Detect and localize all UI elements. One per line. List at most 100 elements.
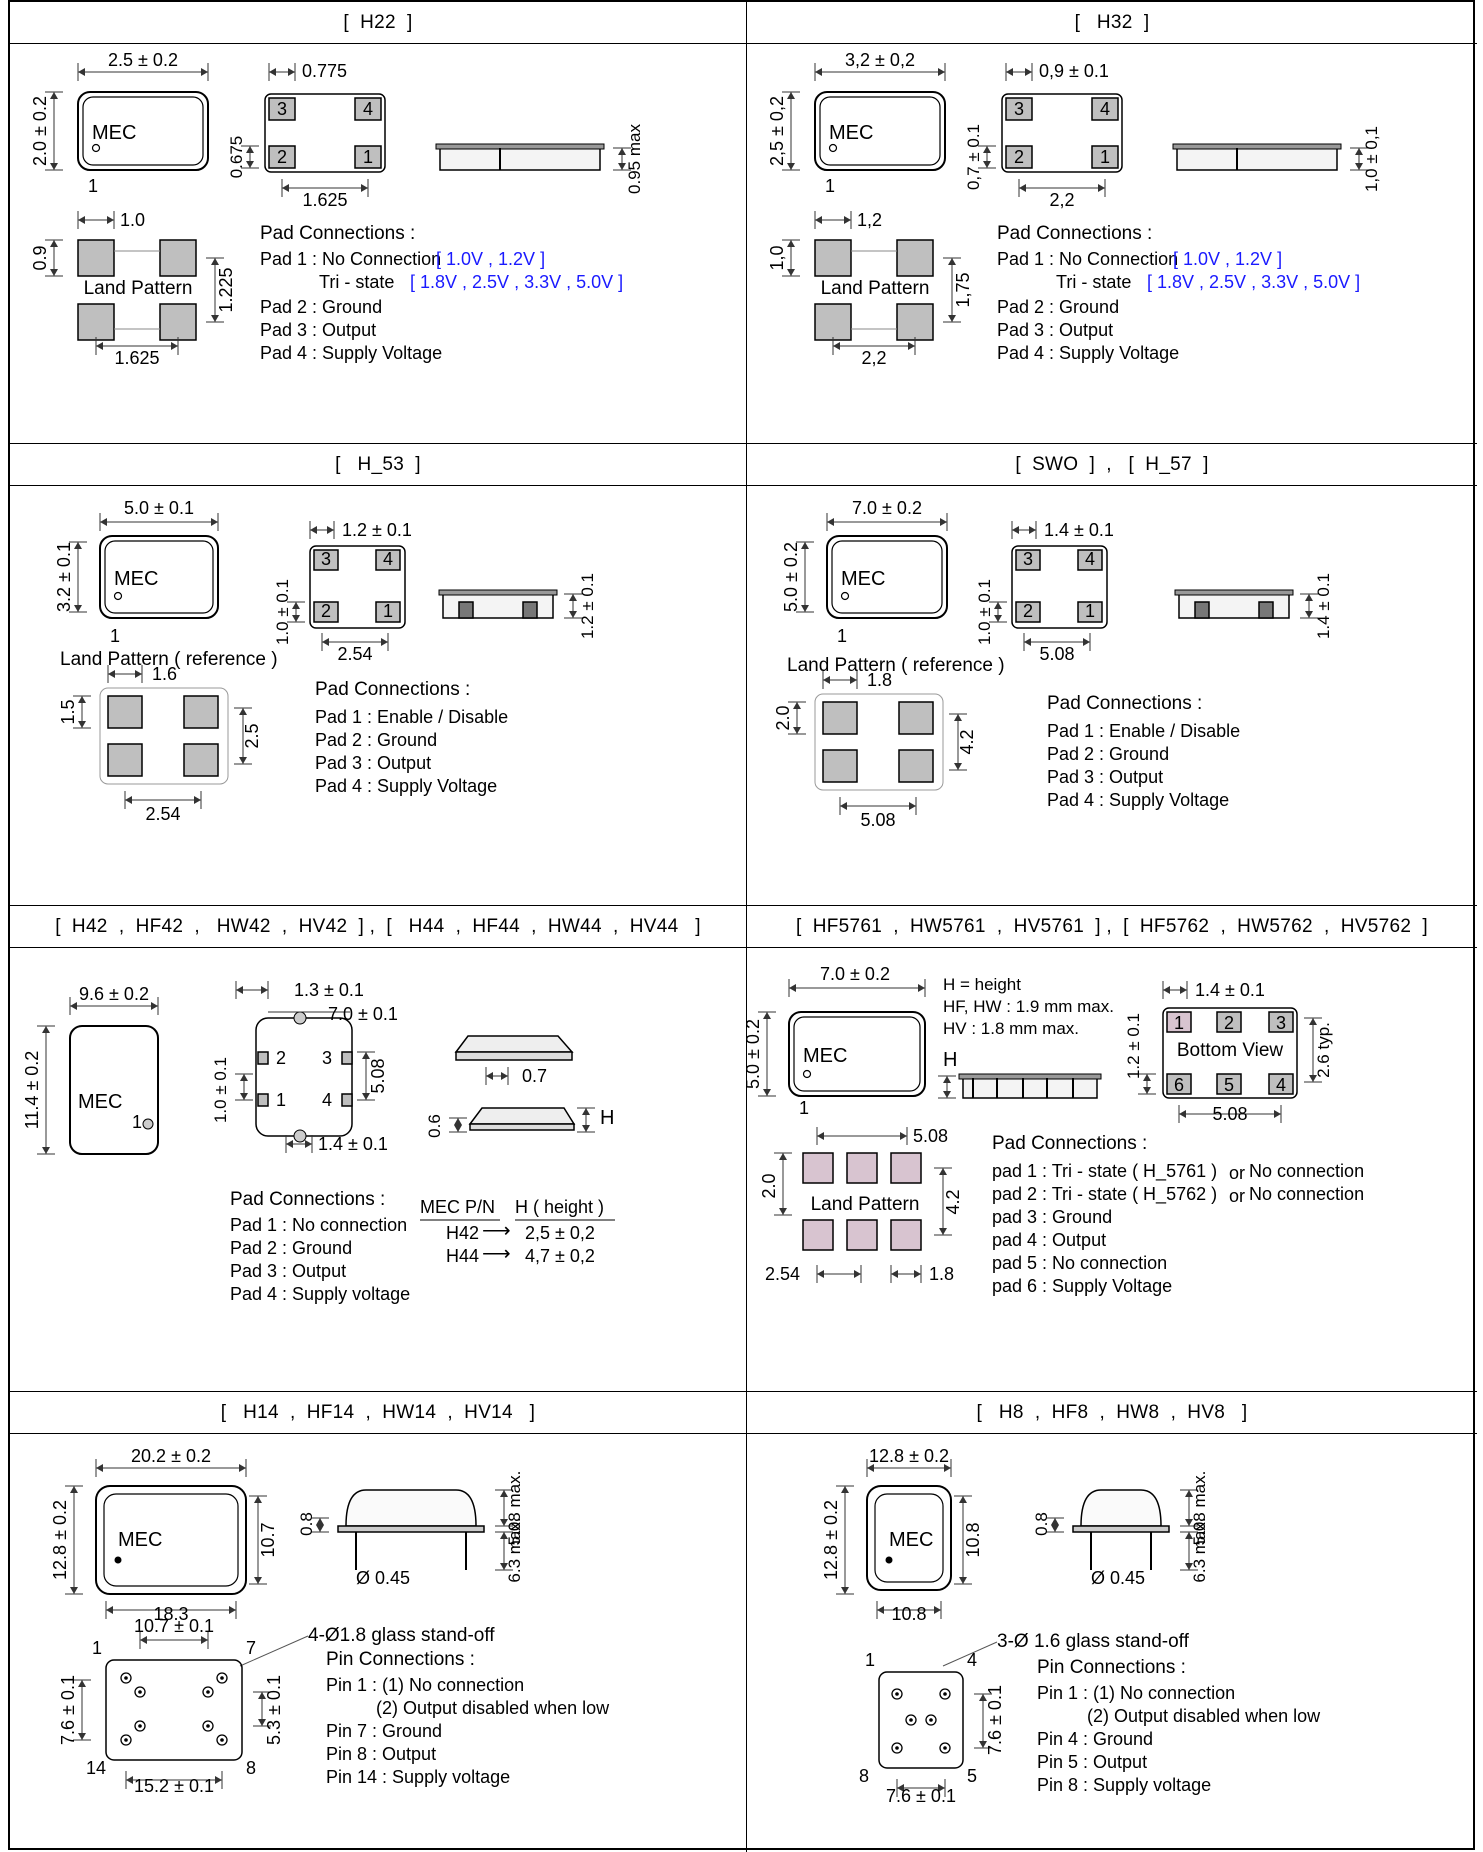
arrow-icon: [292, 602, 300, 622]
label-text: 1: [799, 1098, 809, 1118]
pin1-dot: [114, 1556, 122, 1564]
arrow-icon: [801, 542, 809, 612]
label-text: 1.2 ± 0.1: [342, 520, 412, 540]
conn-title: Pad Connections :: [260, 223, 416, 244]
label-text: 0.9: [30, 245, 50, 270]
pad-number: 3: [277, 99, 287, 119]
label-text: 2,5 ± 0,2: [767, 96, 787, 166]
label-text: 1.3 ± 0.1: [294, 980, 364, 1000]
pad: [896, 239, 934, 277]
label-text: 7.0 ± 0.2: [852, 498, 922, 518]
side-profile: [962, 1077, 1098, 1099]
pin1-dot: [802, 1069, 812, 1079]
label-text: 0,7 ± 0.1: [964, 124, 983, 190]
conn-line: pad 3 : Ground: [992, 1207, 1113, 1227]
conn-line: Pad 3 : Output: [997, 320, 1114, 340]
label-text: 3.2 ± 0.1: [54, 542, 74, 612]
label-text: 1.0 ± 0.1: [273, 579, 292, 645]
label-text: 0.6: [425, 1114, 444, 1138]
label-text: 2.5 ± 0.2: [108, 50, 178, 70]
pad: [354, 97, 382, 121]
label-text: 3: [1276, 1013, 1286, 1033]
bottom-view: [1162, 1007, 1298, 1099]
pin-icon: [216, 1672, 228, 1684]
pin-center: [943, 1692, 947, 1696]
pad: [77, 303, 115, 341]
label-text: H: [943, 1049, 957, 1071]
pin-icon: [120, 1672, 132, 1684]
label-text: 1: [92, 1638, 102, 1658]
pin-icon: [202, 1686, 214, 1698]
label-text: 2.5: [242, 723, 262, 748]
label-text: MEC: [118, 1529, 162, 1551]
arrow-icon: [779, 1153, 787, 1215]
label-text: 2.0: [773, 705, 793, 730]
label-text: 1.6: [152, 664, 177, 684]
label-text: MEC: [889, 1529, 933, 1551]
arrow-icon: [582, 1108, 590, 1132]
pin1-dot: [840, 591, 850, 601]
label-text: 1.4 ± 0.1: [1314, 573, 1333, 639]
pad-view: [264, 93, 386, 173]
label-text: 2.54: [765, 1264, 800, 1284]
side-profile: [454, 1035, 574, 1053]
conn-line: Pad 2 : Ground: [260, 297, 383, 317]
label-text: 2.0: [759, 1173, 779, 1198]
conn-line: Pad 1 : Enable / Disable: [315, 707, 509, 727]
side-base: [469, 1123, 575, 1131]
pad: [814, 239, 852, 277]
conn-line: Pad 3 : Output: [315, 753, 432, 773]
pin-icon: [925, 1714, 937, 1726]
pad: [802, 1219, 834, 1251]
label-text: 1.0: [120, 210, 145, 230]
label-text: MEC: [78, 1091, 122, 1113]
pad-number: 3: [1023, 549, 1033, 569]
pn-head: MEC P/N: [420, 1197, 496, 1217]
package-lid: [103, 1493, 239, 1587]
pin-center: [124, 1676, 128, 1680]
label-text: 5.08: [368, 1058, 388, 1093]
arrow-icon: [78, 696, 86, 728]
label-text: Land Pattern: [811, 1194, 920, 1215]
body-mark: MEC: [829, 122, 873, 144]
label-text: 1.4 ± 0.1: [1044, 520, 1114, 540]
package-body: [99, 535, 219, 619]
pn-value: H44: [446, 1246, 480, 1266]
conn-line: Tri - state: [1056, 272, 1132, 292]
label-text: 1: [132, 1112, 142, 1132]
label-text: 1,2: [857, 210, 882, 230]
lid-edge: [958, 1073, 1102, 1080]
pin1-dot: [113, 591, 123, 601]
label-text: 18.3: [153, 1604, 188, 1624]
conn-line: Pad 4 : Supply Voltage: [997, 343, 1180, 363]
conn-line: Pin 5 : Output: [1037, 1752, 1148, 1772]
section-title: [ H22 ]: [10, 2, 747, 44]
conn-line: Pad 2 : Ground: [230, 1238, 353, 1258]
conn-line: pad 5 : No connection: [992, 1253, 1168, 1273]
arrow-icon: [74, 542, 82, 612]
label-text: 10.8: [891, 1604, 926, 1624]
package-body: [95, 1485, 247, 1595]
conn-line: No connection: [1249, 1161, 1365, 1181]
conn-line: (2) Output disabled when low: [1087, 1706, 1321, 1726]
h-value: 4,7 ± 0,2: [525, 1246, 595, 1266]
pin-center: [895, 1692, 899, 1696]
arrow-icon: [823, 676, 857, 684]
pad: [257, 1093, 269, 1107]
arrow-icon: [1309, 1018, 1317, 1082]
label-text: Bottom View: [1177, 1040, 1284, 1061]
section-title: [ H32 ]: [747, 2, 1477, 44]
lid-edge: [435, 143, 605, 150]
pad: [890, 1152, 922, 1184]
pad: [1216, 1011, 1242, 1033]
pin1-dot: [91, 143, 101, 153]
dim-line: [239, 1635, 309, 1667]
pin-view: [105, 1659, 243, 1761]
label-text: 1.2 ± 0.1: [578, 573, 597, 639]
conn-line: Pad 1 : No Connection: [260, 249, 442, 269]
pin1-dot: [828, 143, 838, 153]
